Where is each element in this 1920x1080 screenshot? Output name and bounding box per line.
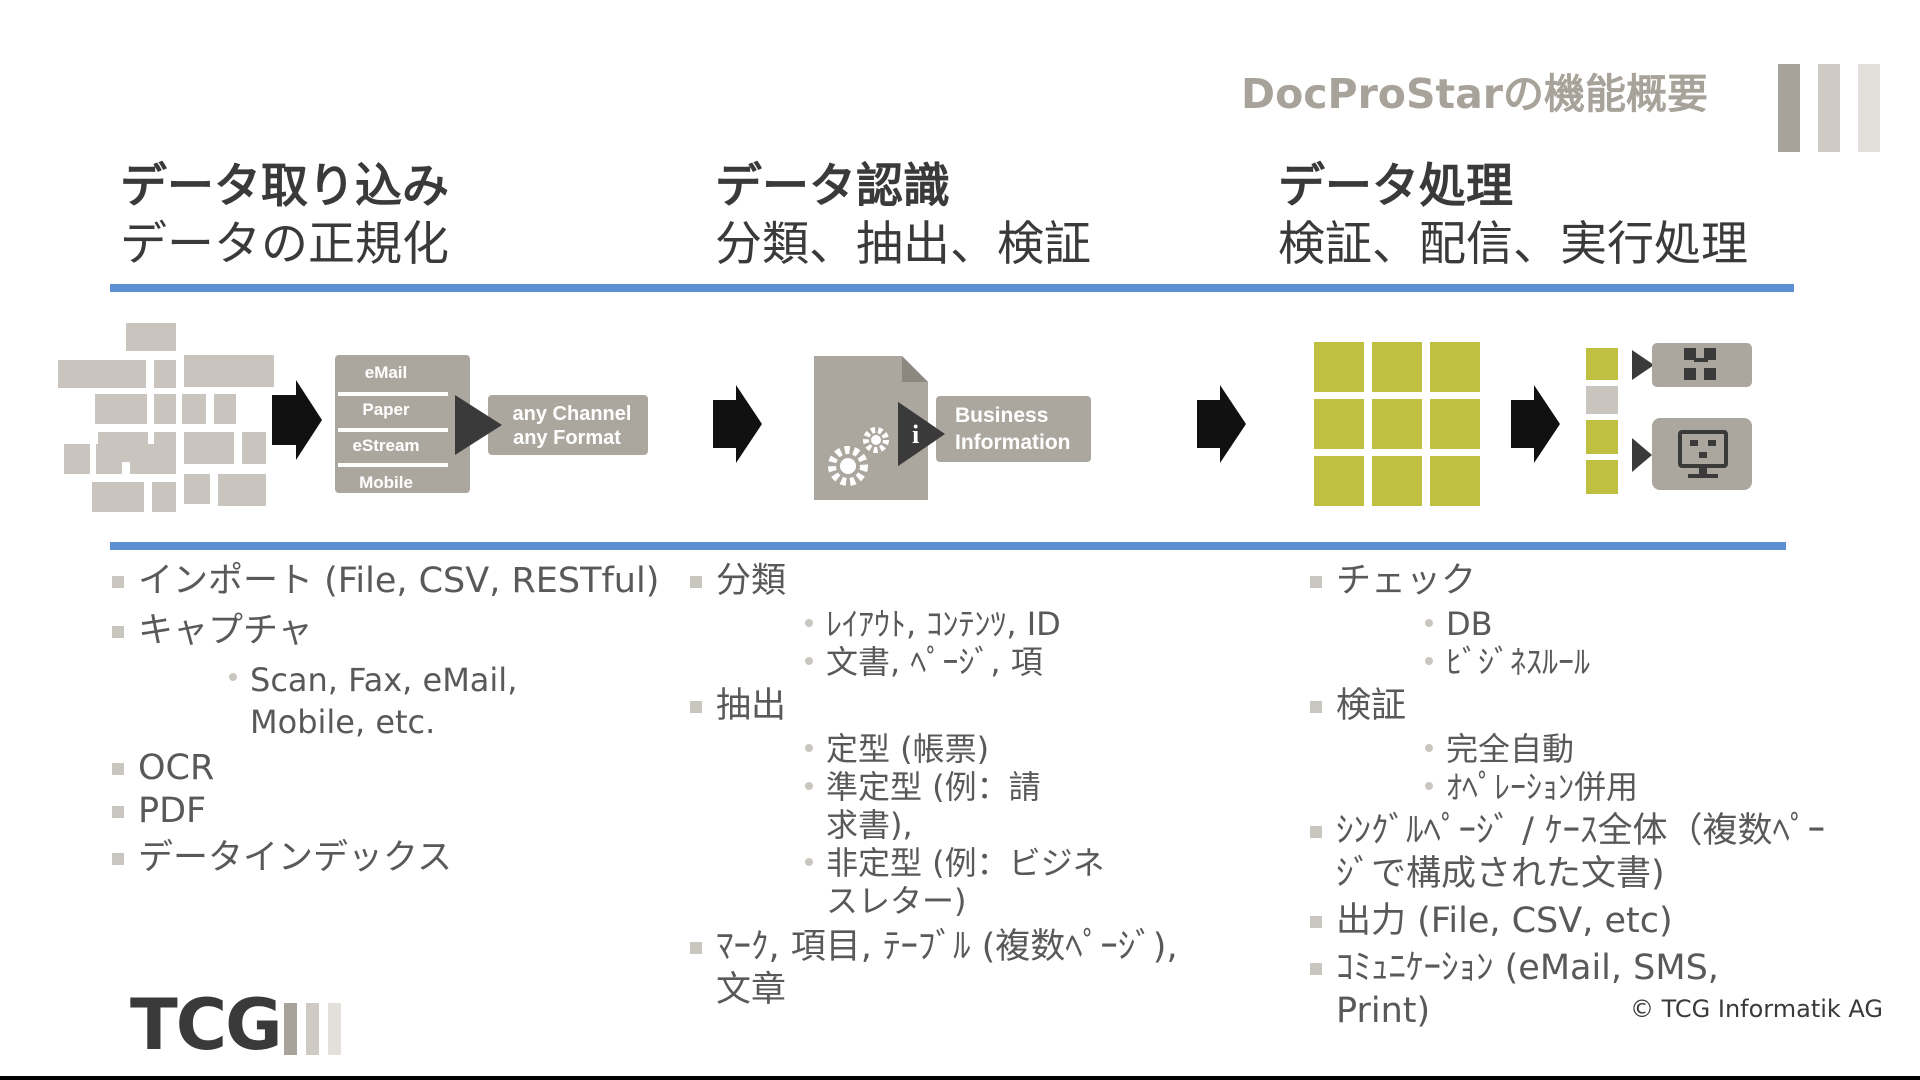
list-item: 出力 (File, CSV, etc) (1310, 900, 1830, 943)
output-column-icon (1586, 348, 1654, 494)
list-item: ｺﾐｭﾆｹｰｼｮﾝ (eMail, SMS, Print) (1310, 947, 1756, 1033)
channel-paper: Paper (362, 400, 410, 419)
channel-estream: eStream (352, 436, 419, 455)
bullet-list-recognition: 分類 ﾚｲｱｳﾄ, ｺﾝﾃﾝﾂ, ID 文書, ﾍﾟｰｼﾞ, 項 抽出 定型 (… (690, 560, 1230, 1012)
tcg-logo: TCG (130, 984, 283, 1066)
list-item: 抽出 (690, 685, 1230, 728)
subheading-processing: 検証、配信、実行処理 (1278, 217, 1748, 272)
list-item: PDF (112, 790, 632, 833)
arrow-right-icon (1197, 385, 1246, 463)
data-grid-icon (1314, 342, 1480, 506)
top-divider (110, 284, 1794, 292)
column-heading-processing: データ処理 検証、配信、実行処理 (1278, 158, 1748, 274)
channel-mobile: Mobile (359, 473, 413, 492)
list-item: データインデックス (112, 837, 632, 880)
list-item: OCR (112, 747, 632, 790)
badge-line1: Business (955, 404, 1048, 427)
copyright-text: © TCG Informatik AG (1630, 995, 1884, 1023)
list-item: 検証 (1310, 685, 1830, 728)
subheading-ingest: データの正規化 (120, 217, 449, 272)
info-icon: i (898, 396, 1091, 466)
column-heading-ingest: データ取り込み データの正規化 (120, 158, 449, 274)
channel-stack-icon (335, 355, 648, 493)
arrow-right-icon (1511, 385, 1560, 463)
flow-graphics: eMail Paper eStream Mobile any Channel a… (58, 323, 1752, 512)
arrow-right-icon (272, 380, 322, 460)
sub-list-item: ﾚｲｱｳﾄ, ｺﾝﾃﾝﾂ, ID (802, 605, 1230, 643)
sub-list-item: 定型 (帳票) (802, 730, 1230, 768)
bullet-list-processing: チェック DB ﾋﾞｼﾞﾈｽﾙｰﾙ 検証 完全自動 ｵﾍﾟﾚｰｼｮﾝ併用 ｼﾝｸ… (1310, 560, 1830, 1033)
svg-text:i: i (912, 420, 919, 449)
sub-list-item: ｵﾍﾟﾚｰｼｮﾝ併用 (1422, 768, 1830, 806)
heading-recognition: データ認識 (715, 159, 950, 214)
page-title: DocProStarの機能概要 (1241, 70, 1708, 118)
output-line2: any Format (513, 427, 621, 449)
sub-list-item: 準定型 (例：請求書), (802, 768, 1066, 844)
list-item: 分類 (690, 560, 1230, 603)
sub-list-item: 非定型 (例：ビジネスレター) (802, 844, 1126, 920)
list-item: ｼﾝｸﾞﾙﾍﾟｰｼﾞ / ｹｰｽ全体（複数ﾍﾟｰｼﾞで構成された文書) (1310, 810, 1826, 896)
sub-list-item: 完全自動 (1422, 730, 1830, 768)
list-item: ﾏｰｸ, 項目, ﾃｰﾌﾞﾙ (複数ﾍﾟｰｼﾞ), 文章 (690, 926, 1216, 1012)
heading-processing: データ処理 (1278, 159, 1513, 214)
badge-line2: Information (955, 431, 1071, 454)
sub-list-item: Scan, Fax, eMail, Mobile, etc. (226, 659, 610, 743)
column-heading-recognition: データ認識 分類、抽出、検証 (715, 158, 1091, 274)
bottom-divider (110, 542, 1786, 550)
subheading-recognition: 分類、抽出、検証 (715, 217, 1091, 272)
workflow-icon (1652, 343, 1752, 387)
sub-list-item: ﾋﾞｼﾞﾈｽﾙｰﾙ (1422, 643, 1830, 681)
sub-list-item: 文書, ﾍﾟｰｼﾞ, 項 (802, 643, 1230, 681)
brick-wall-icon (58, 323, 274, 512)
heading-ingest: データ取り込み (120, 159, 449, 214)
sub-list-item: DB (1422, 605, 1830, 643)
monitor-icon (1652, 418, 1752, 490)
list-item: インポート (File, CSV, RESTful) (112, 560, 659, 603)
arrow-right-icon (713, 385, 762, 463)
bottom-border (0, 1076, 1920, 1080)
list-item: チェック (1310, 560, 1830, 603)
list-item: キャプチャ (112, 610, 632, 653)
bullet-list-ingest: インポート (File, CSV, RESTful) キャプチャ Scan, F… (112, 560, 659, 880)
output-line1: any Channel (513, 403, 632, 425)
channel-email: eMail (365, 363, 408, 382)
